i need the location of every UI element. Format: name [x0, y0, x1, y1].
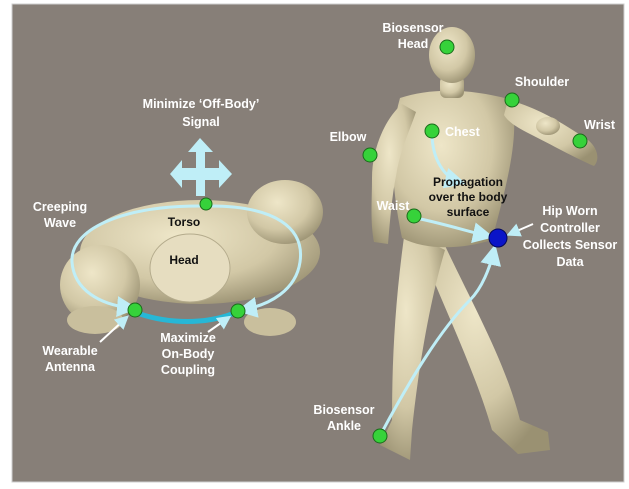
biosensor-ankle-label-line1: Biosensor	[313, 403, 374, 417]
waist-label: Waist	[377, 199, 411, 213]
propagation-label-line2: over the body	[429, 190, 508, 204]
propagation-label-line1: Propagation	[433, 175, 503, 189]
right-fist-shape	[536, 117, 560, 135]
creeping-label-line2: Wave	[44, 216, 76, 230]
right-hand-shape	[244, 308, 296, 336]
biosensor-ankle-label-line2: Ankle	[327, 419, 361, 433]
maximize-label-line2: On-Body	[162, 347, 215, 361]
minimize-label-line1: Minimize ‘Off-Body’	[143, 97, 260, 111]
head-shape	[429, 27, 475, 83]
hip-label-line1: Hip Worn	[542, 204, 597, 218]
propagation-label-line3: surface	[447, 205, 490, 219]
hip-label-line4: Data	[556, 255, 584, 269]
elbow-sensor-node	[363, 148, 377, 162]
wrist-sensor-node	[573, 134, 587, 148]
wearable-label-line1: Wearable	[42, 344, 97, 358]
elbow-label: Elbow	[330, 130, 367, 144]
biosensor-head-label-line1: Biosensor	[382, 21, 443, 35]
shoulder-label: Shoulder	[515, 75, 569, 89]
head-top-label: Head	[169, 253, 198, 267]
minimize-label-line2: Signal	[182, 115, 220, 129]
shoulder-sensor-node	[505, 93, 519, 107]
torso-sensor-node	[200, 198, 212, 210]
chest-label: Chest	[445, 125, 481, 139]
hip-label-line3: Collects Sensor	[523, 238, 618, 252]
wrist-label: Wrist	[584, 118, 616, 132]
ankle-sensor-node	[373, 429, 387, 443]
head-sensor-node	[440, 40, 454, 54]
hip-controller-node	[489, 229, 507, 247]
biosensor-head-label-line2: Head	[398, 37, 429, 51]
hip-label-line2: Controller	[540, 221, 600, 235]
right-antenna-sensor-node	[231, 304, 245, 318]
torso-label: Torso	[168, 215, 200, 229]
chest-sensor-node	[425, 124, 439, 138]
creeping-label-line1: Creeping	[33, 200, 87, 214]
left-antenna-sensor-node	[128, 303, 142, 317]
top-head-shape	[150, 234, 230, 302]
maximize-label-line3: Coupling	[161, 363, 215, 377]
maximize-label-line1: Maximize	[160, 331, 216, 345]
wearable-label-line2: Antenna	[45, 360, 96, 374]
